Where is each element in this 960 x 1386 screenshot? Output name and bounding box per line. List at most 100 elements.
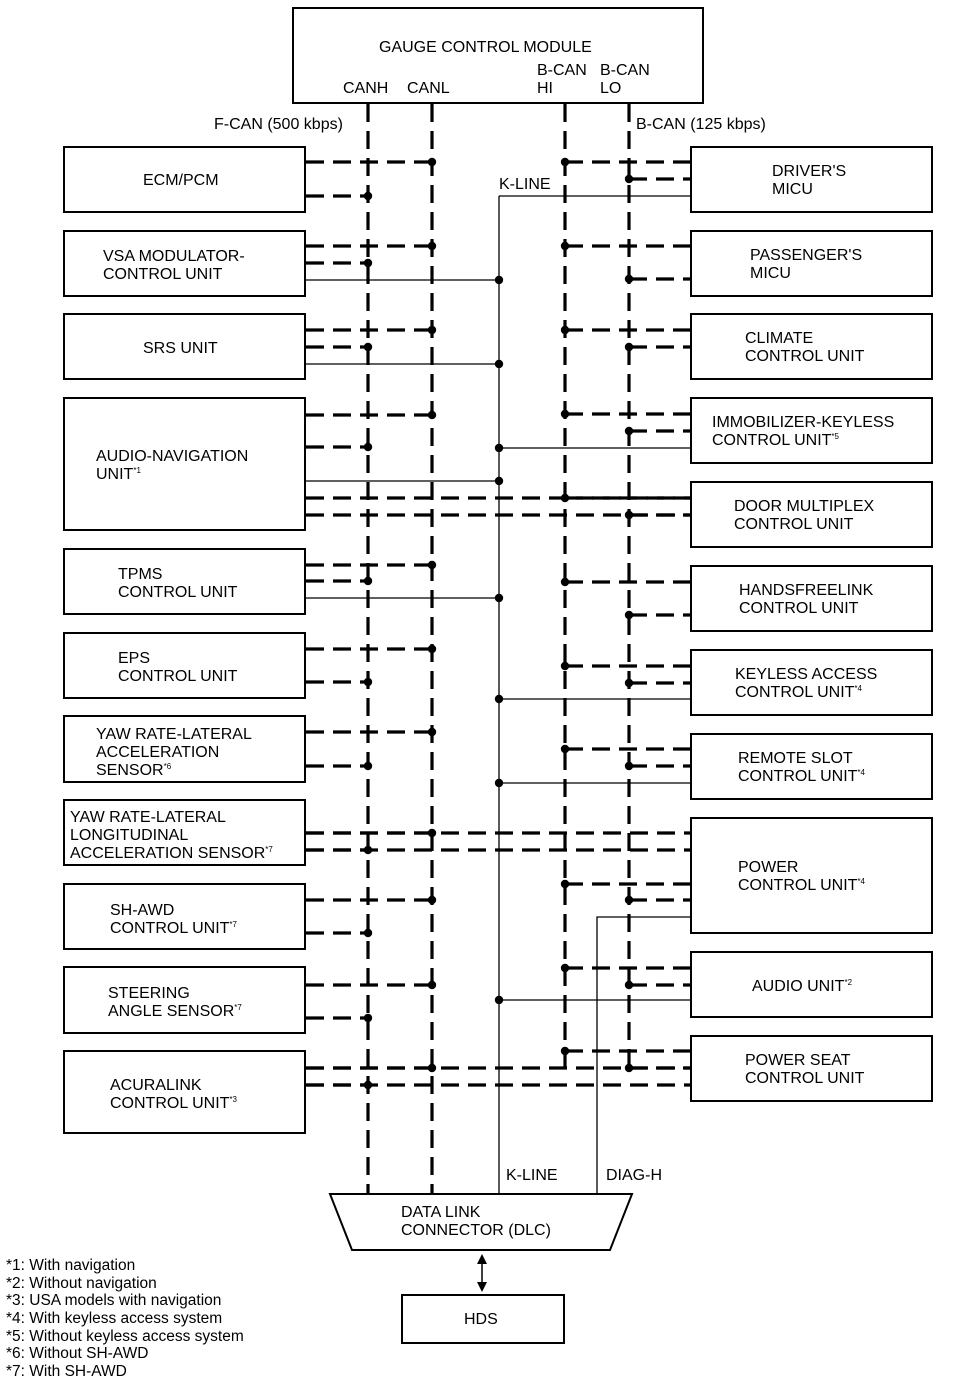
junction-dot bbox=[560, 963, 570, 973]
ecm-box bbox=[63, 146, 306, 213]
junction-dot bbox=[427, 980, 437, 990]
junction-dot bbox=[624, 510, 634, 520]
junction-dot bbox=[624, 610, 634, 620]
junction-dot bbox=[363, 1080, 373, 1090]
kline-bottom-label: K-LINE bbox=[506, 1167, 558, 1184]
driver-micu-label: DRIVER'S MICU bbox=[772, 163, 847, 198]
yaw6-box bbox=[63, 715, 306, 783]
srs-box bbox=[63, 313, 306, 380]
yaw7-box bbox=[63, 799, 306, 866]
kline-dot bbox=[494, 359, 504, 369]
junction-dot bbox=[363, 342, 373, 352]
gauge-control-module-box bbox=[292, 7, 704, 104]
immobilizer-label: IMMOBILIZER-KEYLESS CONTROL UNIT*5 bbox=[712, 414, 895, 449]
junction-dot bbox=[427, 560, 437, 570]
power-label: POWER CONTROL UNIT*4 bbox=[738, 859, 865, 894]
junction-dot bbox=[363, 1013, 373, 1023]
bcan-hi-label: B-CAN HI bbox=[537, 62, 587, 97]
handsfree-box bbox=[690, 565, 933, 632]
driver-micu-box bbox=[690, 146, 933, 213]
climate-label: CLIMATE CONTROL UNIT bbox=[745, 330, 865, 365]
eps-box bbox=[63, 632, 306, 699]
diag-h-line bbox=[596, 916, 690, 1196]
tpms-box bbox=[63, 548, 306, 615]
junction-dot bbox=[560, 325, 570, 335]
handsfree-label: HANDSFREELINK CONTROL UNIT bbox=[739, 582, 874, 617]
junction-dot bbox=[427, 410, 437, 420]
kline-dot bbox=[494, 593, 504, 603]
audio-unit-box bbox=[690, 951, 933, 1018]
junction-dot bbox=[427, 1063, 437, 1073]
ecm-label: ECM/PCM bbox=[143, 172, 219, 189]
power-seat-label: POWER SEAT CONTROL UNIT bbox=[745, 1052, 865, 1087]
audio-unit-label: AUDIO UNIT*2 bbox=[752, 978, 853, 995]
canh-label: CANH bbox=[343, 80, 389, 97]
yaw7-label: YAW RATE-LATERAL LONGITUDINAL ACCELERATI… bbox=[70, 809, 273, 862]
srs-label: SRS UNIT bbox=[143, 340, 218, 357]
junction-dot bbox=[427, 325, 437, 335]
junction-dot bbox=[624, 761, 634, 771]
canl-label: CANL bbox=[407, 80, 450, 97]
tpms-label: TPMS CONTROL UNIT bbox=[118, 566, 238, 601]
footnote-7: *7: With SH-AWD bbox=[6, 1363, 127, 1380]
acuralink-label: ACURALINK CONTROL UNIT*3 bbox=[110, 1077, 237, 1112]
passenger-micu-label: PASSENGER'S MICU bbox=[750, 247, 863, 282]
vsa-box bbox=[63, 230, 306, 297]
junction-dot bbox=[624, 895, 634, 905]
footnote-3: *3: USA models with navigation bbox=[6, 1292, 222, 1309]
arrow-up-icon bbox=[477, 1254, 487, 1264]
gauge-control-module-title: GAUGE CONTROL MODULE bbox=[379, 39, 592, 56]
power-seat-box bbox=[690, 1035, 933, 1102]
passenger-micu-box bbox=[690, 230, 933, 297]
eps-label: EPS CONTROL UNIT bbox=[118, 650, 238, 685]
arrow-down-icon bbox=[477, 1282, 487, 1292]
kline-top-label: K-LINE bbox=[499, 176, 551, 193]
junction-dot bbox=[363, 576, 373, 586]
bcan-lo-label: B-CAN LO bbox=[600, 62, 650, 97]
junction-dot bbox=[560, 157, 570, 167]
junction-dot bbox=[363, 928, 373, 938]
shawd-label: SH-AWD CONTROL UNIT*7 bbox=[110, 902, 237, 937]
junction-dot bbox=[363, 191, 373, 201]
kline-dot bbox=[494, 443, 504, 453]
door-label: DOOR MULTIPLEX CONTROL UNIT bbox=[734, 498, 875, 533]
junction-dot bbox=[427, 241, 437, 251]
yaw6-label: YAW RATE-LATERAL ACCELERATION SENSOR*6 bbox=[96, 726, 252, 779]
junction-dot bbox=[427, 644, 437, 654]
footnote-5: *5: Without keyless access system bbox=[6, 1328, 244, 1345]
remote-label: REMOTE SLOT CONTROL UNIT*4 bbox=[738, 750, 865, 785]
junction-dot bbox=[624, 980, 634, 990]
kline-dot bbox=[494, 275, 504, 285]
junction-dot bbox=[363, 442, 373, 452]
immobilizer-box bbox=[690, 397, 933, 464]
footnote-4: *4: With keyless access system bbox=[6, 1310, 223, 1327]
junction-dot bbox=[624, 1063, 634, 1073]
junction-dot bbox=[624, 342, 634, 352]
steering-box bbox=[63, 966, 306, 1034]
footnote-6: *6: Without SH-AWD bbox=[6, 1345, 149, 1362]
power-box bbox=[690, 817, 933, 934]
bcan-label: B-CAN (125 kbps) bbox=[636, 116, 766, 133]
keyless-label: KEYLESS ACCESS CONTROL UNIT*4 bbox=[735, 666, 878, 701]
junction-dot bbox=[427, 828, 437, 838]
steering-label: STEERING ANGLE SENSOR*7 bbox=[108, 985, 242, 1020]
junction-dot bbox=[560, 1046, 570, 1056]
junction-dot bbox=[363, 677, 373, 687]
junction-dot bbox=[560, 577, 570, 587]
junction-dot bbox=[560, 493, 570, 503]
shawd-box bbox=[63, 883, 306, 950]
dlc-label: DATA LINK CONNECTOR (DLC) bbox=[401, 1204, 551, 1239]
footnote-1: *1: With navigation bbox=[6, 1257, 136, 1274]
kline-dot bbox=[494, 995, 504, 1005]
hds-label: HDS bbox=[464, 1311, 498, 1328]
junction-dot bbox=[624, 426, 634, 436]
diag-h-label: DIAG-H bbox=[606, 1167, 662, 1184]
junction-dot bbox=[560, 409, 570, 419]
kline-dot bbox=[494, 476, 504, 486]
junction-dot bbox=[560, 241, 570, 251]
junction-dot bbox=[624, 678, 634, 688]
vsa-label: VSA MODULATOR- CONTROL UNIT bbox=[103, 248, 245, 283]
junction-dot bbox=[624, 274, 634, 284]
climate-box bbox=[690, 313, 933, 380]
